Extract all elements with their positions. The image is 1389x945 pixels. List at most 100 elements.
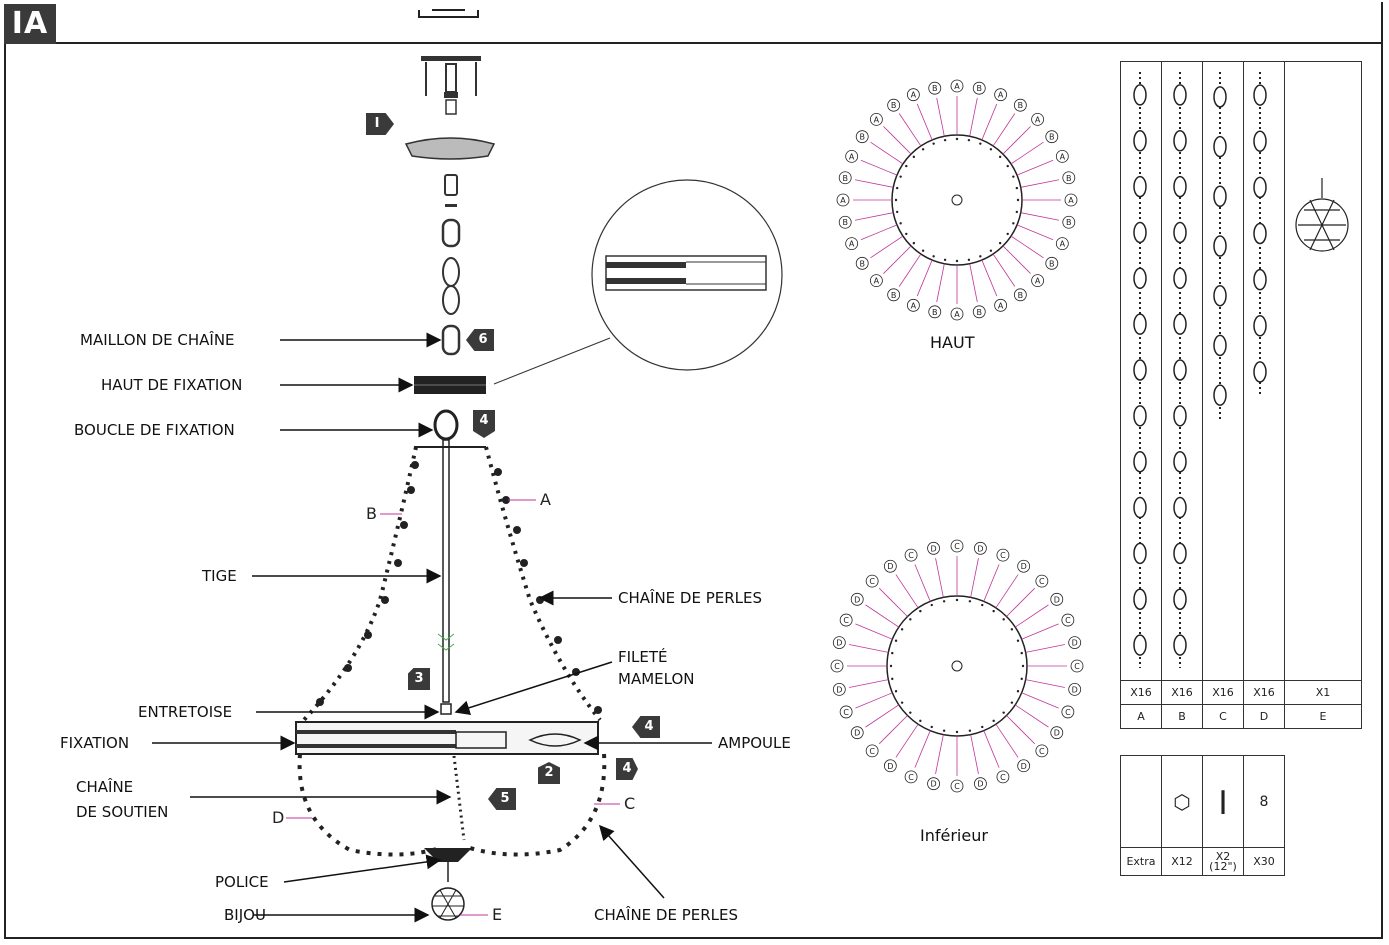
count-b: X16 [1161,680,1203,705]
top-view-spoke [981,259,998,297]
top-view-marker [1055,237,1069,251]
top-view-marker [845,149,859,163]
bottom-view-marker-letter: C [1039,577,1045,586]
top-view-marker-letter: B [859,259,865,268]
top-view-marker [928,305,942,319]
top-view-marker-letter: B [932,308,938,317]
letter-b: B [1161,704,1203,729]
top-view-marker [950,307,964,321]
top-view-marker [869,274,883,288]
letter-a: A [1120,704,1162,729]
parts-table: X16 X16 X16 X16 X1 A B C D E [1120,61,1362,729]
bottom-view-marker-letter: C [1065,616,1071,625]
bottom-view-spoke [995,574,1019,609]
top-view-spoke [992,113,1016,147]
top-view-marker-letter: B [976,308,982,317]
top-view-marker [1013,288,1027,302]
count-a: X16 [1120,680,1162,705]
letter-d: D [1243,704,1285,729]
bottom-view-marker-letter: C [843,616,849,625]
top-view-marker-letter: A [840,196,846,205]
section-tag: IA [4,4,56,44]
bottom-view-marker-letter: D [887,562,893,571]
bottom-view-spoke [1006,587,1036,617]
bottom-view-spoke [878,587,908,617]
chain-link [441,324,461,356]
bottom-view-spoke [1006,715,1036,745]
stem [442,439,450,703]
top-view-marker [928,81,942,95]
top-view-marker-letter: B [1066,218,1072,227]
extra-label: Extra [1120,847,1162,876]
bottom-view-spoke [983,730,1000,768]
bottom-view-marker-letter: D [887,762,893,771]
top-view-marker [1055,149,1069,163]
top-view-spoke [1020,179,1060,188]
bottom-view-spoke [995,723,1019,758]
bottom-view-marker-letter: C [1074,662,1080,671]
label-chaine-perles-2: CHAÎNE DE PERLES [594,906,739,924]
bottom-view-spoke [855,692,893,709]
bottom-view-marker-letter: D [1072,685,1078,694]
bottom-view-spoke [1014,604,1049,628]
top-view-spoke [969,97,978,137]
bottom-view-marker [1035,744,1049,758]
bottom-view-marker-letter: D [977,544,983,553]
top-view-spoke [860,159,898,176]
tag-b: B [366,504,377,523]
top-view-marker [869,112,883,126]
step-badge-3: 3 [408,668,430,690]
label-ampoule: AMPOULE [718,734,791,752]
step-badge-1: I [366,113,394,135]
bottom-view-marker [927,541,940,555]
top-view-marker [838,171,852,185]
bottom-view-marker [927,777,940,791]
top-view-marker [1045,130,1059,144]
bottom-view-marker-letter: D [1072,639,1078,648]
top-view-marker-letter: B [1049,133,1055,142]
label-boucle: BOUCLE DE FIXATION [74,421,235,439]
bottom-view-marker [1061,613,1075,627]
extra-table: ⬡ ┃ 8 Extra X12 X2(12") X30 [1120,755,1285,876]
bottom-view-marker [1017,559,1031,573]
top-view-spoke [883,245,912,274]
step-badge-4-lower: 4 [616,758,638,780]
bottom-view-marker [904,548,918,562]
bottom-view-spoke [1025,679,1065,688]
label-chaine-soutien-1: CHAÎNE [76,778,134,796]
top-view-spoke [870,141,904,165]
count-c: X16 [1202,680,1244,705]
bottom-view-marker-letter: D [1021,762,1027,771]
bottom-view-marker-letter: D [836,639,842,648]
bottom-view-marker [1070,659,1084,673]
top-view-marker [1013,98,1027,112]
top-view-marker-letter: B [932,84,938,93]
top-view-marker [1031,274,1045,288]
bottom-view-marker [904,770,918,784]
font-cup [424,848,472,862]
top-view-marker [836,193,850,207]
bead-chain-d [297,753,441,857]
top-view-marker [1031,112,1045,126]
support-chain [452,755,466,841]
step-badge-6: 6 [466,329,494,351]
top-view-spoke [1002,126,1031,155]
top-view-spoke [854,179,894,188]
top-view-spoke [883,126,912,155]
bottom-view-marker-letter: C [954,782,960,791]
bottom-view-marker [839,705,853,719]
top-view-marker [994,88,1008,102]
top-view-spoke [898,253,922,287]
tag-c: C [624,794,636,813]
top-view-marker [994,298,1008,312]
top-view-marker-letter: A [874,115,880,124]
top-view-marker [855,130,869,144]
bottom-view-marker-letter: D [1021,562,1027,571]
label-tige: TIGE [202,567,237,585]
bottom-view-spoke [849,679,889,688]
label-police: POLICE [215,873,269,891]
top-view-marker [887,98,901,112]
bottom-view-marker [974,541,987,555]
bottom-view-marker-letter: C [908,551,914,560]
top-view-marker-letter: A [874,277,880,286]
